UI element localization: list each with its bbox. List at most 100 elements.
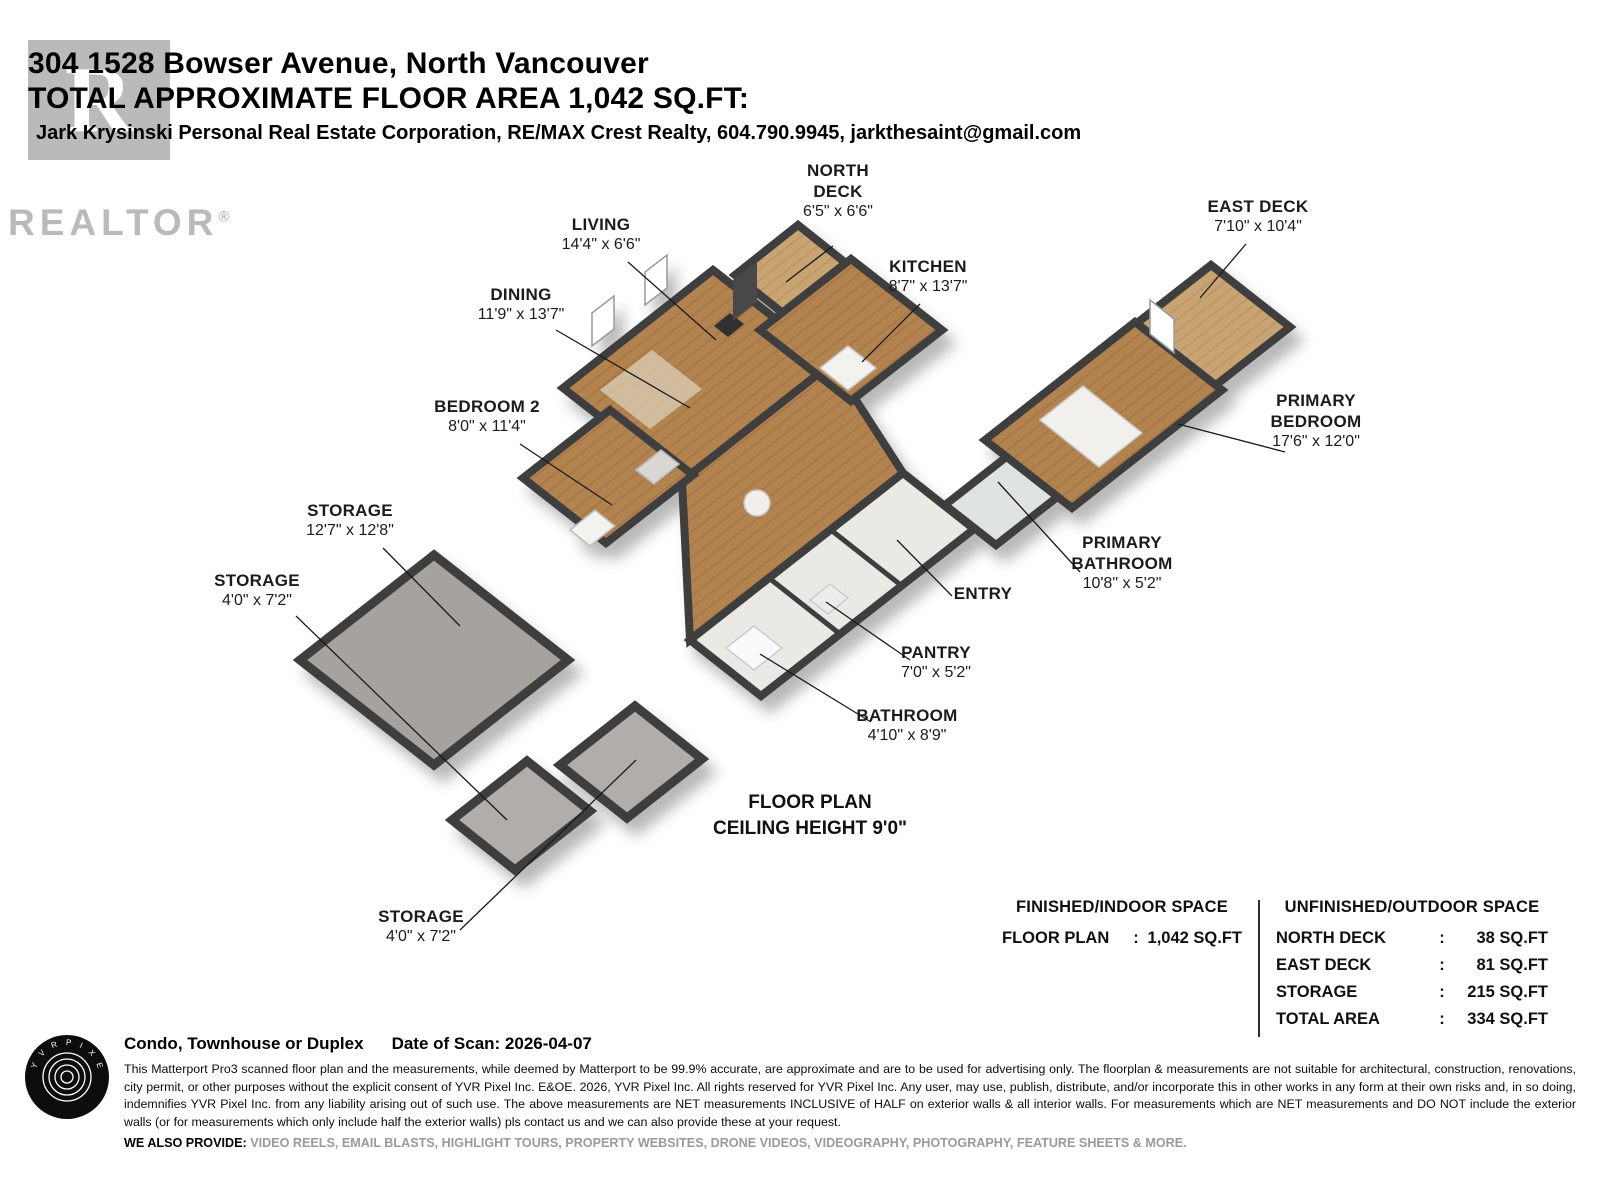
- leader-line-kitchen: [861, 303, 921, 363]
- caption-title: FLOOR PLAN: [748, 792, 872, 813]
- outdoor-space-title: UNFINISHED/OUTDOOR SPACE: [1284, 898, 1540, 916]
- leader-line-dining: [555, 329, 691, 409]
- registered-mark: ®: [218, 208, 230, 226]
- yvr-pixel-logo: Y V R P I X E L: [24, 1034, 109, 1119]
- room-label-living: LIVING 14'4" x 6'6": [562, 214, 641, 255]
- kitchen-island: [818, 345, 878, 391]
- ceiling-height: CEILING HEIGHT 9'0": [712, 817, 908, 839]
- room-name: LIVING: [571, 215, 631, 234]
- room-dims: 4'10" x 8'9": [867, 727, 947, 745]
- table-row: EAST DECK : 81 SQ.FT: [1276, 956, 1548, 975]
- room-dims: 8'0" x 11'4": [448, 418, 526, 436]
- area-summary: FINISHED/INDOOR SPACE FLOOR PLAN : 1,042…: [1002, 898, 1548, 1037]
- room-name: NORTH DECK: [807, 161, 869, 202]
- room-label-primary-bathroom: PRIMARY BATHROOM 10'8" x 5'2": [1060, 532, 1185, 594]
- room-label-storage-left: STORAGE 4'0" x 7'2": [214, 570, 300, 611]
- room-label-kitchen: KITCHEN 8'7" x 13'7": [889, 256, 968, 297]
- area-rug: [600, 350, 702, 429]
- row-label: TOTAL AREA: [1276, 1010, 1380, 1028]
- window-slab: [644, 253, 668, 307]
- fireplace-icon: [714, 313, 744, 337]
- indoor-space-table: FINISHED/INDOOR SPACE FLOOR PLAN : 1,042…: [1002, 898, 1242, 1037]
- window-slab: [1149, 298, 1175, 355]
- table-row: FLOOR PLAN : 1,042 SQ.FT: [1002, 929, 1242, 948]
- total-area-title: TOTAL APPROXIMATE FLOOR AREA 1,042 SQ.FT…: [28, 82, 750, 116]
- table-row: TOTAL AREA : 334 SQ.FT: [1276, 1010, 1548, 1029]
- room-dims: 14'4" x 6'6": [561, 236, 641, 254]
- room-dims: 7'10" x 10'4": [1214, 218, 1302, 236]
- floorplan-caption: FLOOR PLAN CEILING HEIGHT 9'0": [713, 790, 907, 841]
- interior-wall: [829, 528, 904, 588]
- room-dims: 4'0" x 7'2": [222, 592, 292, 610]
- room-label-dining: DINING 11'9" x 13'7": [478, 284, 565, 325]
- leader-line-storage-large: [382, 547, 461, 627]
- row-value: 38 SQ.FT: [1476, 929, 1548, 947]
- row-value: 81 SQ.FT: [1476, 956, 1548, 974]
- storage-small-1-floor: [444, 755, 598, 876]
- room-name: EAST DECK: [1207, 197, 1309, 216]
- main-unit: [516, 219, 1297, 702]
- room-dims: 11'9" x 13'7": [477, 306, 565, 324]
- scan-date: Date of Scan: 2026-04-07: [391, 1034, 592, 1053]
- table-row: NORTH DECK : 38 SQ.FT: [1276, 929, 1548, 948]
- header: 304 1528 Bowser Avenue, North Vancouver …: [28, 46, 1081, 145]
- room-label-entry: ENTRY: [954, 583, 1013, 604]
- room-dims: 10'8" x 5'2": [1082, 575, 1162, 593]
- also-provide-label: WE ALSO PROVIDE:: [124, 1136, 247, 1151]
- row-separator: :: [1439, 1010, 1445, 1028]
- row-label: FLOOR PLAN: [1002, 929, 1110, 947]
- room-label-bathroom: BATHROOM 4'10" x 8'9": [856, 705, 957, 746]
- row-value: 334 SQ.FT: [1467, 1010, 1548, 1028]
- footer-text: Condo, Townhouse or Duplex Date of Scan:…: [124, 1034, 1576, 1150]
- row-separator: :: [1133, 929, 1139, 947]
- storage-large-floor: [292, 549, 576, 771]
- also-provide-items: VIDEO REELS, EMAIL BLASTS, HIGHLIGHT TOU…: [250, 1136, 1187, 1151]
- storage-small-2-floor: [552, 700, 710, 824]
- leader-line-primary-bathroom: [997, 481, 1081, 573]
- row-label: NORTH DECK: [1276, 929, 1386, 947]
- bedroom2-floor: [516, 404, 700, 549]
- leader-line-bedroom2: [519, 443, 613, 506]
- storage-rooms: [292, 549, 710, 876]
- room-dims: 17'6" x 12'0": [1272, 433, 1360, 451]
- row-separator: :: [1439, 956, 1445, 974]
- room-name: KITCHEN: [889, 257, 967, 276]
- row-label: EAST DECK: [1276, 956, 1372, 974]
- room-label-bedroom-2: BEDROOM 2 8'0" x 11'4": [434, 396, 540, 437]
- room-name: DINING: [490, 285, 552, 304]
- room-name: STORAGE: [307, 501, 393, 520]
- realtor-wordmark: REALTOR®: [8, 202, 229, 244]
- property-type: Condo, Townhouse or Duplex: [124, 1034, 364, 1053]
- washer: [808, 583, 850, 615]
- room-dims: 7'0" x 5'2": [901, 664, 971, 682]
- leader-line-primary-bedroom: [1177, 423, 1286, 453]
- room-label-storage-large: STORAGE 12'7" x 12'8": [306, 500, 394, 541]
- realtor-logo-icon: R: [28, 40, 170, 160]
- realtor-wordmark-text: REALTOR: [8, 202, 219, 243]
- also-provide-row: WE ALSO PROVIDE: VIDEO REELS, EMAIL BLAS…: [124, 1136, 1576, 1150]
- leader-line-entry: [896, 539, 953, 597]
- room-label-east-deck: EAST DECK 7'10" x 10'4": [1208, 196, 1309, 237]
- leader-line-east-deck: [1199, 243, 1247, 299]
- realtor-logo-letter: R: [65, 48, 133, 152]
- indoor-space-title: FINISHED/INDOOR SPACE: [1016, 898, 1228, 916]
- room-name: STORAGE: [214, 571, 300, 590]
- disclaimer-text: This Matterport Pro3 scanned floor plan …: [124, 1062, 1576, 1129]
- deck-door-slab: [733, 261, 757, 321]
- kitchen-floor: [753, 253, 949, 407]
- leader-line-north-deck: [785, 245, 834, 283]
- room-dims: 6'5" x 6'6": [803, 203, 873, 221]
- row-value: 215 SQ.FT: [1467, 983, 1548, 1001]
- room-name: BATHROOM: [856, 706, 958, 725]
- summary-divider: [1258, 900, 1260, 1037]
- crib: [568, 509, 617, 547]
- room-label-pantry: PANTRY 7'0" x 5'2": [901, 642, 971, 683]
- room-name: BEDROOM 2: [434, 397, 540, 416]
- room-dims: 8'7" x 13'7": [888, 278, 968, 296]
- room-name: ENTRY: [953, 584, 1013, 603]
- leader-line-bathroom: [759, 653, 872, 723]
- window-slab: [591, 294, 615, 348]
- leader-lines: [295, 243, 1286, 931]
- interior-wall: [767, 576, 842, 636]
